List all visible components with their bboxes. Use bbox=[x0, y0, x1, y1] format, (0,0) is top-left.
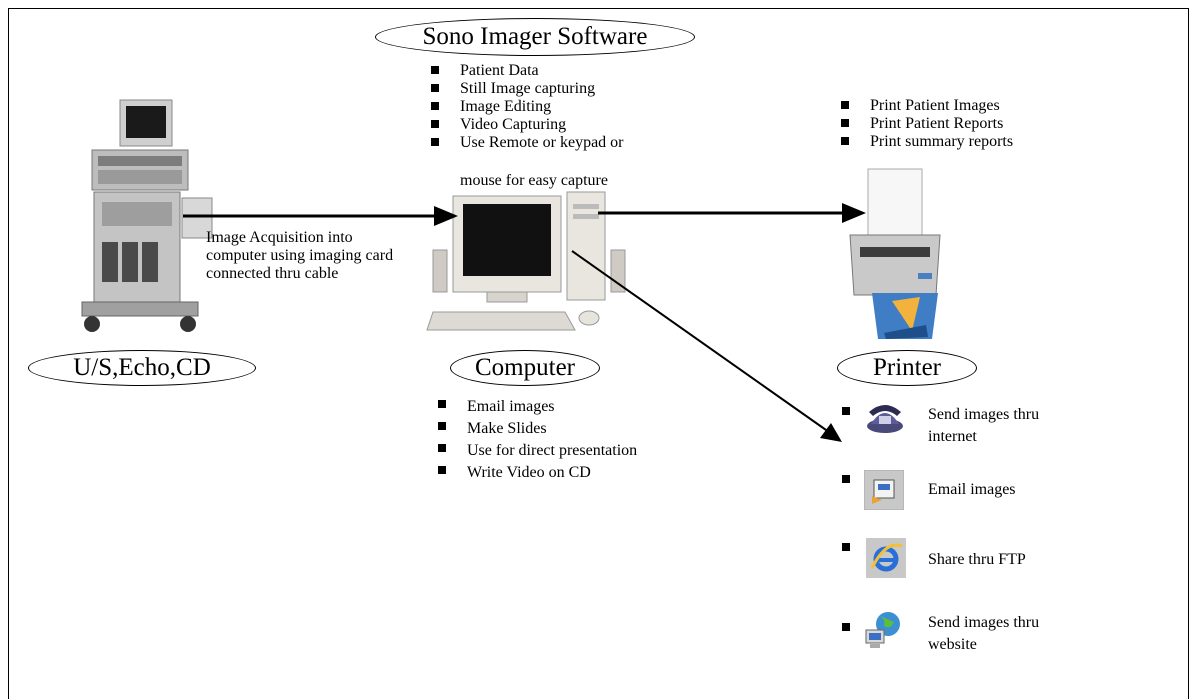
software-title-oval: Sono Imager Software bbox=[375, 18, 695, 56]
ultrasound-label-oval: U/S,Echo,CD bbox=[28, 350, 256, 386]
share-line: Share thru FTP bbox=[928, 551, 1026, 568]
output-item: Print Patient Reports bbox=[838, 115, 1138, 133]
use-item: Use for direct presentation bbox=[435, 440, 735, 462]
feature-item: Still Image capturing bbox=[428, 80, 728, 98]
feature-item: Image Editing bbox=[428, 98, 728, 116]
printer-label-oval: Printer bbox=[837, 350, 977, 386]
ultrasound-machine-image bbox=[81, 99, 213, 332]
computer-image bbox=[426, 191, 626, 331]
arrowhead-sharing bbox=[820, 423, 842, 442]
computer-use-list: Email images Make Slides Use for direct … bbox=[435, 396, 735, 484]
feature-item: Video Capturing bbox=[428, 116, 728, 134]
output-item: Print Patient Images bbox=[838, 97, 1138, 115]
software-title: Sono Imager Software bbox=[422, 23, 648, 50]
share-line: Email images bbox=[928, 481, 1016, 498]
use-item: Write Video on CD bbox=[435, 462, 735, 484]
arrowhead-printer bbox=[842, 203, 866, 223]
acquisition-description: Image Acquisition into computer using im… bbox=[206, 229, 393, 283]
telephone-icon bbox=[867, 405, 903, 433]
share-line: Send images thru bbox=[928, 406, 1040, 423]
ultrasound-label: U/S,Echo,CD bbox=[73, 354, 211, 381]
arrow-computer-to-sharing bbox=[571, 250, 837, 438]
diagram-frame bbox=[8, 8, 1189, 699]
feature-item: Use Remote or keypad or bbox=[428, 134, 728, 152]
acquisition-line: computer using imaging card bbox=[206, 247, 394, 264]
software-feature-list: Patient Data Still Image capturing Image… bbox=[428, 62, 728, 152]
feature-item: Patient Data bbox=[428, 62, 728, 80]
email-icon bbox=[864, 470, 904, 510]
globe-network-icon bbox=[865, 612, 900, 648]
acquisition-line: connected thru cable bbox=[206, 265, 339, 282]
arrowhead-computer bbox=[434, 206, 458, 226]
computer-label-oval: Computer bbox=[450, 350, 600, 386]
acquisition-line: Image Acquisition into bbox=[206, 229, 353, 246]
printer-label: Printer bbox=[872, 354, 942, 381]
printer-image bbox=[849, 168, 941, 339]
internet-explorer-icon bbox=[866, 538, 906, 578]
use-item: Make Slides bbox=[435, 418, 735, 440]
use-item: Email images bbox=[435, 396, 735, 418]
printer-output-list: Print Patient Images Print Patient Repor… bbox=[838, 97, 1138, 151]
share-line: internet bbox=[928, 428, 977, 445]
share-line: Send images thru bbox=[928, 614, 1040, 631]
share-line: website bbox=[928, 636, 977, 653]
feature-item-continuation: mouse for easy capture bbox=[460, 172, 608, 189]
connector-arrows bbox=[183, 203, 866, 442]
output-item: Print summary reports bbox=[838, 133, 1138, 151]
computer-label: Computer bbox=[475, 354, 575, 381]
